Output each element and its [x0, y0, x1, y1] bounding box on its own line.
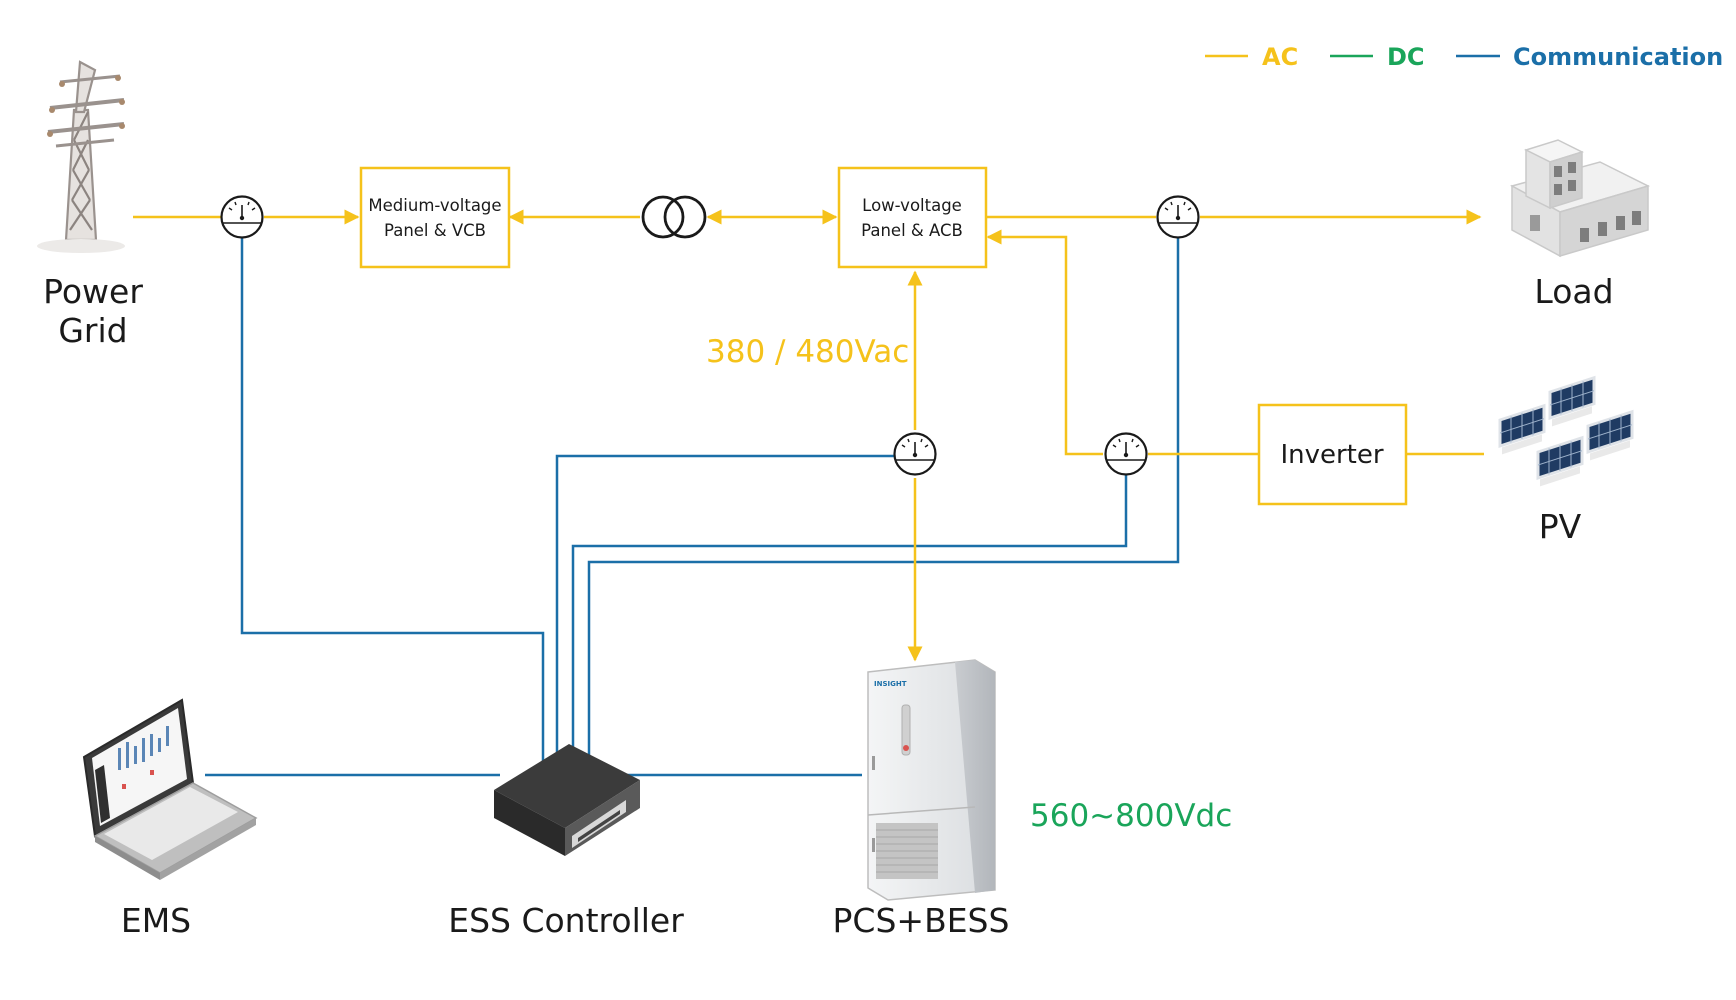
solar-panel-icon — [1498, 375, 1634, 487]
ac-lines — [133, 209, 1484, 662]
comm-line-bess-meter — [555, 454, 896, 765]
dc-voltage-annotation: 560~800Vdc — [1030, 798, 1232, 834]
mv-panel-box: Medium-voltage Panel & VCB — [359, 166, 511, 269]
ac-voltage-annotation: 380 / 480Vac — [706, 334, 909, 370]
lv-panel-label-line2: Panel & ACB — [861, 221, 963, 240]
meter-icon-pv — [1104, 432, 1148, 476]
inverter-box: Inverter — [1257, 403, 1408, 506]
building-icon — [1509, 139, 1651, 258]
ess-controller-icon — [494, 744, 640, 856]
laptop-icon — [82, 698, 258, 880]
power-grid-label-line2: Grid — [58, 311, 127, 350]
meter-icon-bess — [893, 432, 937, 476]
power-tower-icon — [37, 60, 125, 253]
meter-icon-grid — [220, 195, 264, 239]
cabinet-brand-logo: INSIGHT — [874, 680, 907, 688]
inverter-label: Inverter — [1280, 440, 1383, 470]
mv-panel-label-line2: Panel & VCB — [384, 221, 486, 240]
pcs-bess-label: PCS+BESS — [833, 901, 1010, 940]
meter-icon-load — [1156, 195, 1200, 239]
comm-line-grid-meter — [240, 237, 545, 765]
comm-line-pv-meter — [571, 474, 1128, 765]
mv-panel-label-line1: Medium-voltage — [368, 196, 501, 215]
ess-controller-label: ESS Controller — [448, 901, 684, 940]
load-label: Load — [1534, 272, 1613, 311]
comm-line-load-meter — [587, 237, 1180, 765]
transformer-icon — [641, 195, 707, 239]
lv-panel-box: Low-voltage Panel & ACB — [837, 166, 988, 269]
legend-comm-label: Communication — [1513, 43, 1723, 71]
pv-label: PV — [1539, 507, 1582, 546]
battery-cabinet-icon: INSIGHT — [867, 659, 996, 901]
lv-panel-label-line1: Low-voltage — [862, 196, 962, 215]
ems-label: EMS — [121, 901, 191, 940]
legend: AC DC Communication — [1205, 43, 1723, 71]
ac-pv-to-lv — [986, 229, 1103, 456]
legend-dc-label: DC — [1387, 43, 1425, 71]
power-grid-label-line1: Power — [43, 272, 143, 311]
communication-lines — [205, 237, 1180, 777]
legend-ac-label: AC — [1262, 43, 1298, 71]
